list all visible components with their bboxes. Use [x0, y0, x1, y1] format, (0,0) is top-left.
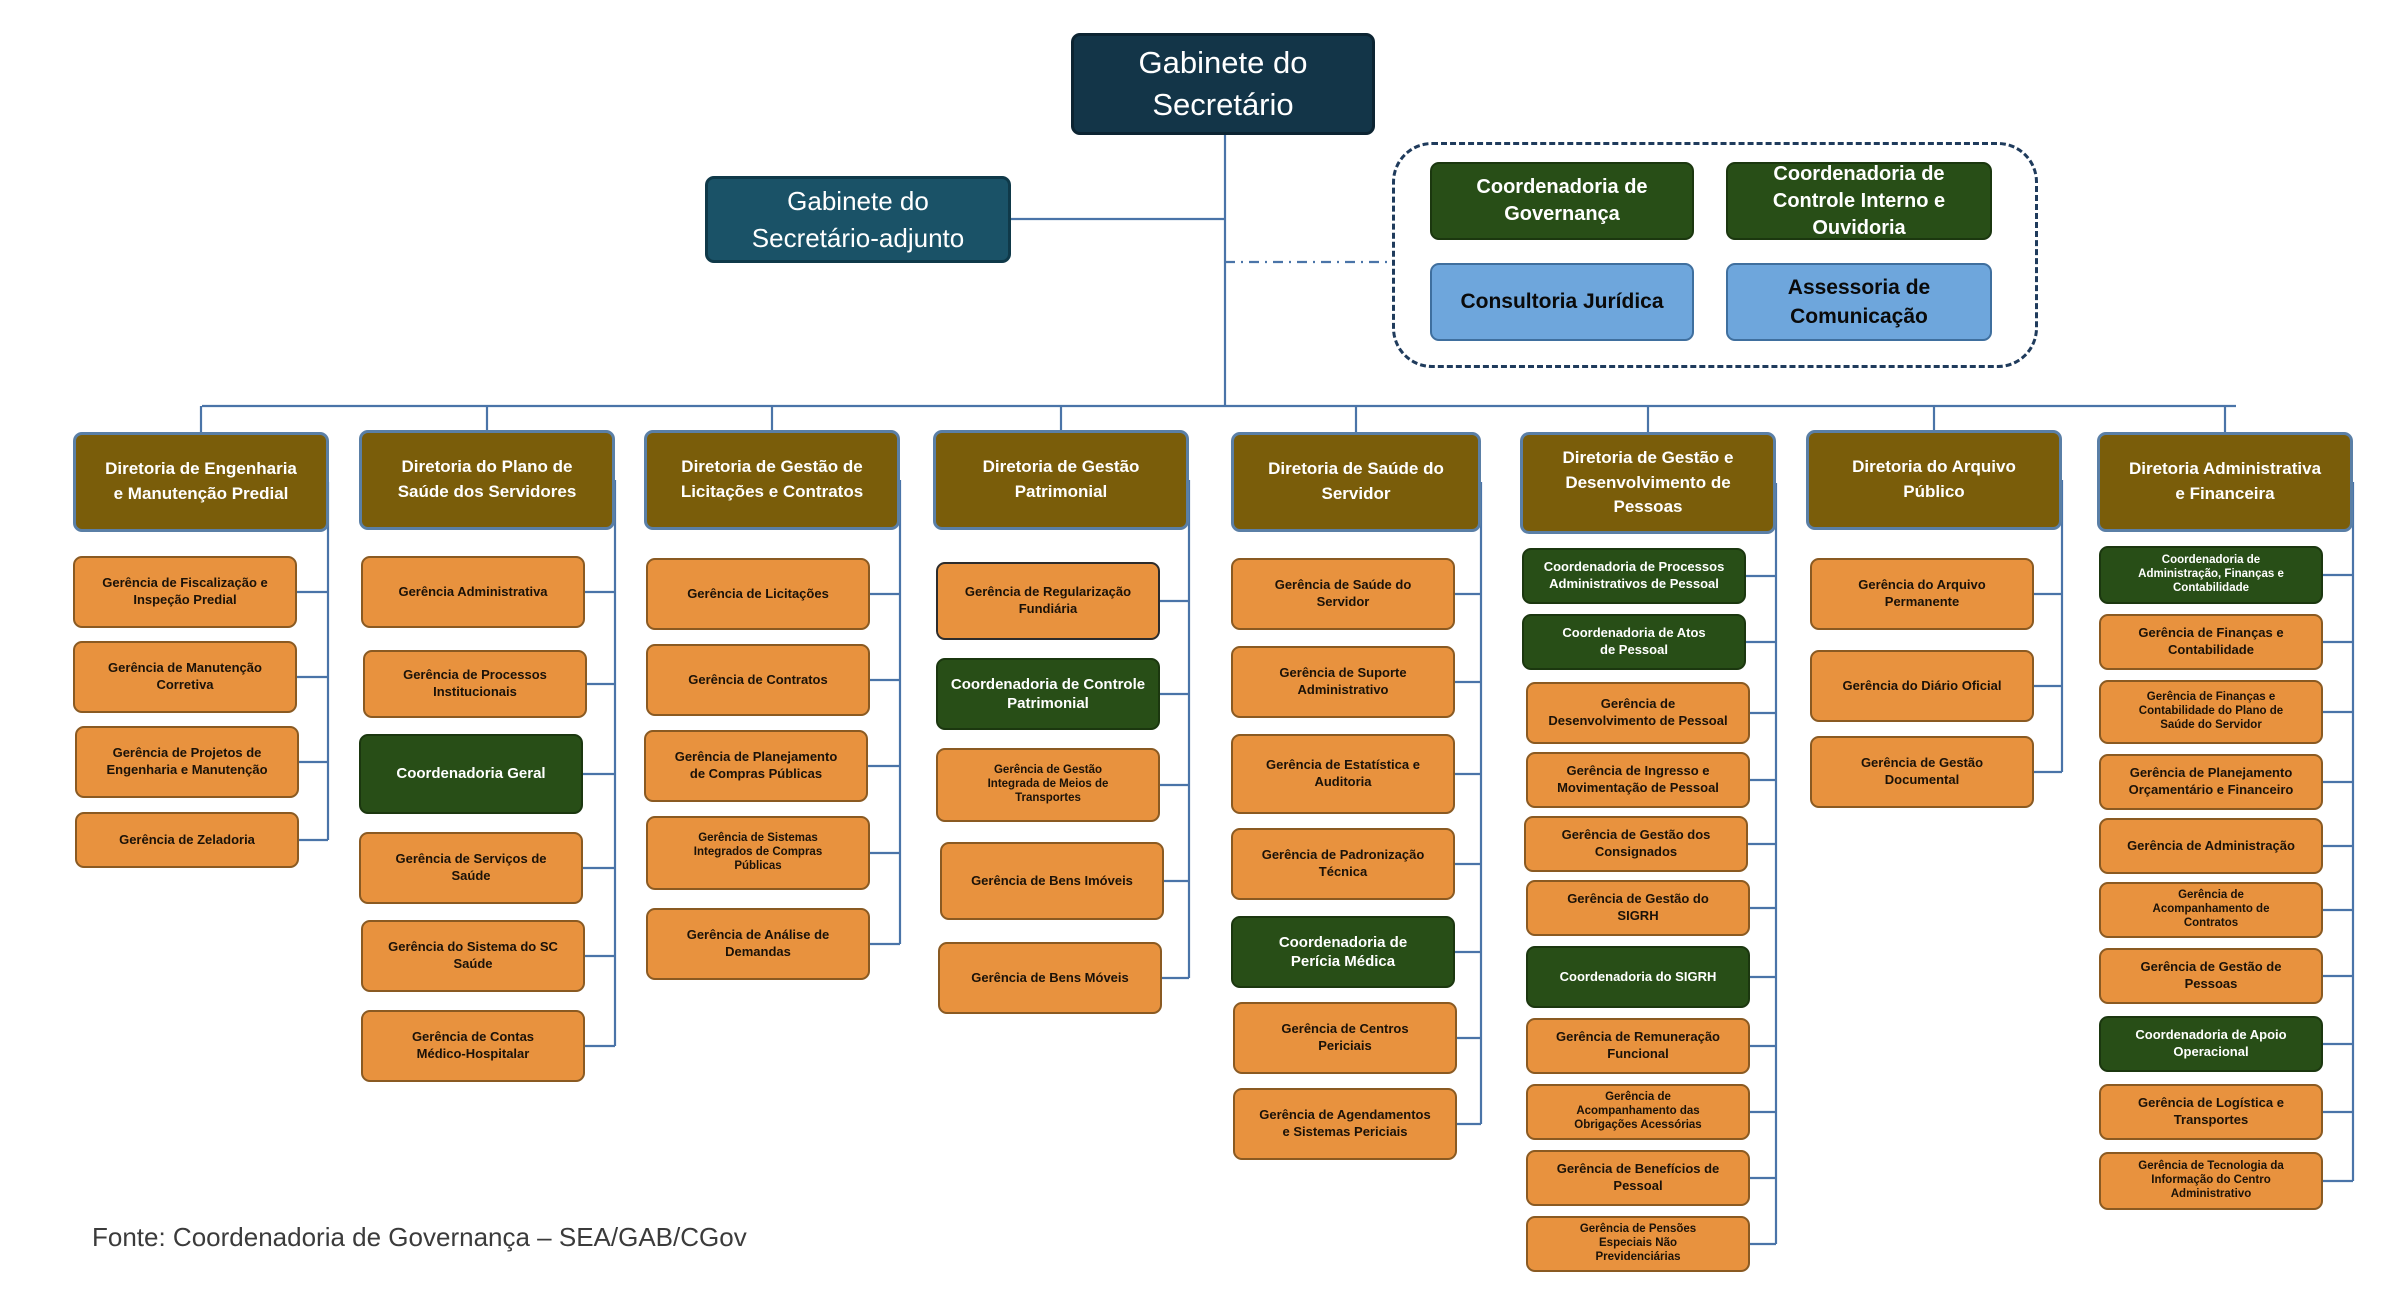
coordenadoria-sigrh: Coordenadoria do SIGRH — [1526, 946, 1750, 1008]
coordenadoria-controle-interno: Coordenadoria de Controle Interno e Ouvi… — [1726, 162, 1992, 240]
gabinete-secretario: Gabinete do Secretário — [1071, 33, 1375, 135]
gerencia-acompanhamento-das-obrigacoes-acessorias: Gerência de Acompanhamento das Obrigaçõe… — [1526, 1084, 1750, 1140]
gerencia-gestao-documental: Gerência de Gestão Documental — [1810, 736, 2034, 808]
gerencia-padronizacao-tecnica: Gerência de Padronização Técnica — [1231, 828, 1455, 900]
diretoria-licitacoes: Diretoria de Gestão de Licitações e Cont… — [644, 430, 900, 530]
gerencia-gestao-do-sigrh: Gerência de Gestão do SIGRH — [1526, 880, 1750, 936]
coordenadoria-administracao-financas-e-contabilidade: Coordenadoria de Administração, Finanças… — [2099, 546, 2323, 604]
coordenadoria-pericia-medica: Coordenadoria de Perícia Médica — [1231, 916, 1455, 988]
gerencia-administrativa: Gerência Administrativa — [361, 556, 585, 628]
coordenadoria-apoio-operacional: Coordenadoria de Apoio Operacional — [2099, 1016, 2323, 1072]
gerencia-contratos: Gerência de Contratos — [646, 644, 870, 716]
gerencia-ingresso-e-movimentacao-de-pessoal: Gerência de Ingresso e Movimentação de P… — [1526, 752, 1750, 808]
advisory-group — [1392, 142, 2038, 368]
gerencia-diario-oficial: Gerência do Diário Oficial — [1810, 650, 2034, 722]
gerencia-administracao: Gerência de Administração — [2099, 818, 2323, 874]
coordenadoria-atos-de-pessoal: Coordenadoria de Atos de Pessoal — [1522, 614, 1746, 670]
gerencia-bens-moveis: Gerência de Bens Móveis — [938, 942, 1162, 1014]
gerencia-gestao-de-pessoas: Gerência de Gestão de Pessoas — [2099, 948, 2323, 1004]
gerencia-regularizacao-fundiaria: Gerência de Regularização Fundiária — [936, 562, 1160, 640]
gerencia-analise-de-demandas: Gerência de Análise de Demandas — [646, 908, 870, 980]
gerencia-beneficios-de-pessoal: Gerência de Benefícios de Pessoal — [1526, 1150, 1750, 1206]
gerencia-acompanhamento-de-contratos: Gerência de Acompanhamento de Contratos — [2099, 882, 2323, 938]
diretoria-gestao-pessoas: Diretoria de Gestão e Desenvolvimento de… — [1520, 432, 1776, 534]
coordenadoria-geral: Coordenadoria Geral — [359, 734, 583, 814]
gerencia-licitacoes: Gerência de Licitações — [646, 558, 870, 630]
gerencia-manutencao-corretiva: Gerência de Manutenção Corretiva — [73, 641, 297, 713]
gerencia-suporte-administrativo: Gerência de Suporte Administrativo — [1231, 646, 1455, 718]
coordenadoria-processos-administrativos-de-pessoal: Coordenadoria de Processos Administrativ… — [1522, 548, 1746, 604]
gerencia-desenvolvimento-de-pessoal: Gerência de Desenvolvimento de Pessoal — [1526, 682, 1750, 744]
gerencia-financas-e-contabilidade: Gerência de Finanças e Contabilidade — [2099, 614, 2323, 670]
gerencia-gestao-integrada-de-meios-de-transportes: Gerência de Gestão Integrada de Meios de… — [936, 748, 1160, 822]
consultoria-juridica: Consultoria Jurídica — [1430, 263, 1694, 341]
gerencia-financas-e-contabilidade-do-plano-de-saude-do-servidor: Gerência de Finanças e Contabilidade do … — [2099, 680, 2323, 744]
coordenadoria-governanca: Coordenadoria de Governança — [1430, 162, 1694, 240]
diretoria-arquivo-publico: Diretoria do Arquivo Público — [1806, 430, 2062, 530]
gerencia-projetos-de-engenharia-e-manutencao: Gerência de Projetos de Engenharia e Man… — [75, 726, 299, 798]
gerencia-processos-institucionais: Gerência de Processos Institucionais — [363, 650, 587, 718]
gerencia-servicos-de-saude: Gerência de Serviços de Saúde — [359, 832, 583, 904]
gerencia-logistica-e-transportes: Gerência de Logística e Transportes — [2099, 1084, 2323, 1140]
gerencia-planejamento-orcamentario-e-financeiro: Gerência de Planejamento Orçamentário e … — [2099, 754, 2323, 810]
gerencia-sistemas-integrados-de-compras-publicas: Gerência de Sistemas Integrados de Compr… — [646, 816, 870, 890]
gerencia-zeladoria: Gerência de Zeladoria — [75, 812, 299, 868]
gerencia-estatistica-e-auditoria: Gerência de Estatística e Auditoria — [1231, 734, 1455, 814]
diretoria-plano-saude: Diretoria do Plano de Saúde dos Servidor… — [359, 430, 615, 530]
gerencia-gestao-dos-consignados: Gerência de Gestão dos Consignados — [1524, 816, 1748, 872]
gerencia-contas-medico-hospitalar: Gerência de Contas Médico-Hospitalar — [361, 1010, 585, 1082]
gabinete-secretario-adjunto: Gabinete do Secretário-adjunto — [705, 176, 1011, 263]
gerencia-saude-do-servidor: Gerência de Saúde do Servidor — [1231, 558, 1455, 630]
gerencia-remuneracao-funcional: Gerência de Remuneração Funcional — [1526, 1018, 1750, 1074]
diretoria-saude-servidor: Diretoria de Saúde do Servidor — [1231, 432, 1481, 532]
gerencia-pensoes-especiais-nao-previdenciarias: Gerência de Pensões Especiais Não Previd… — [1526, 1216, 1750, 1272]
diretoria-administrativa: Diretoria Administrativa e Financeira — [2097, 432, 2353, 532]
coordenadoria-controle-patrimonial: Coordenadoria de Controle Patrimonial — [936, 658, 1160, 730]
gerencia-planejamento-de-compras-publicas: Gerência de Planejamento de Compras Públ… — [644, 730, 868, 802]
source-note: Fonte: Coordenadoria de Governança – SEA… — [92, 1222, 747, 1252]
gerencia-fiscalizacao-e-inspecao-predial: Gerência de Fiscalização e Inspeção Pred… — [73, 556, 297, 628]
gerencia-tecnologia-da-informacao-do-centro-administrativo: Gerência de Tecnologia da Informação do … — [2099, 1152, 2323, 1210]
gerencia-sistema-do-sc-saude: Gerência do Sistema do SC Saúde — [361, 920, 585, 992]
assessoria-comunicacao: Assessoria de Comunicação — [1726, 263, 1992, 341]
gerencia-bens-imoveis: Gerência de Bens Imóveis — [940, 842, 1164, 920]
diretoria-engenharia: Diretoria de Engenharia e Manutenção Pre… — [73, 432, 329, 532]
gerencia-agendamentos-e-sistemas-periciais: Gerência de Agendamentos e Sistemas Peri… — [1233, 1088, 1457, 1160]
gerencia-arquivo-permanente: Gerência do Arquivo Permanente — [1810, 558, 2034, 630]
diretoria-patrimonial: Diretoria de Gestão Patrimonial — [933, 430, 1189, 530]
gerencia-centros-periciais: Gerência de Centros Periciais — [1233, 1002, 1457, 1074]
